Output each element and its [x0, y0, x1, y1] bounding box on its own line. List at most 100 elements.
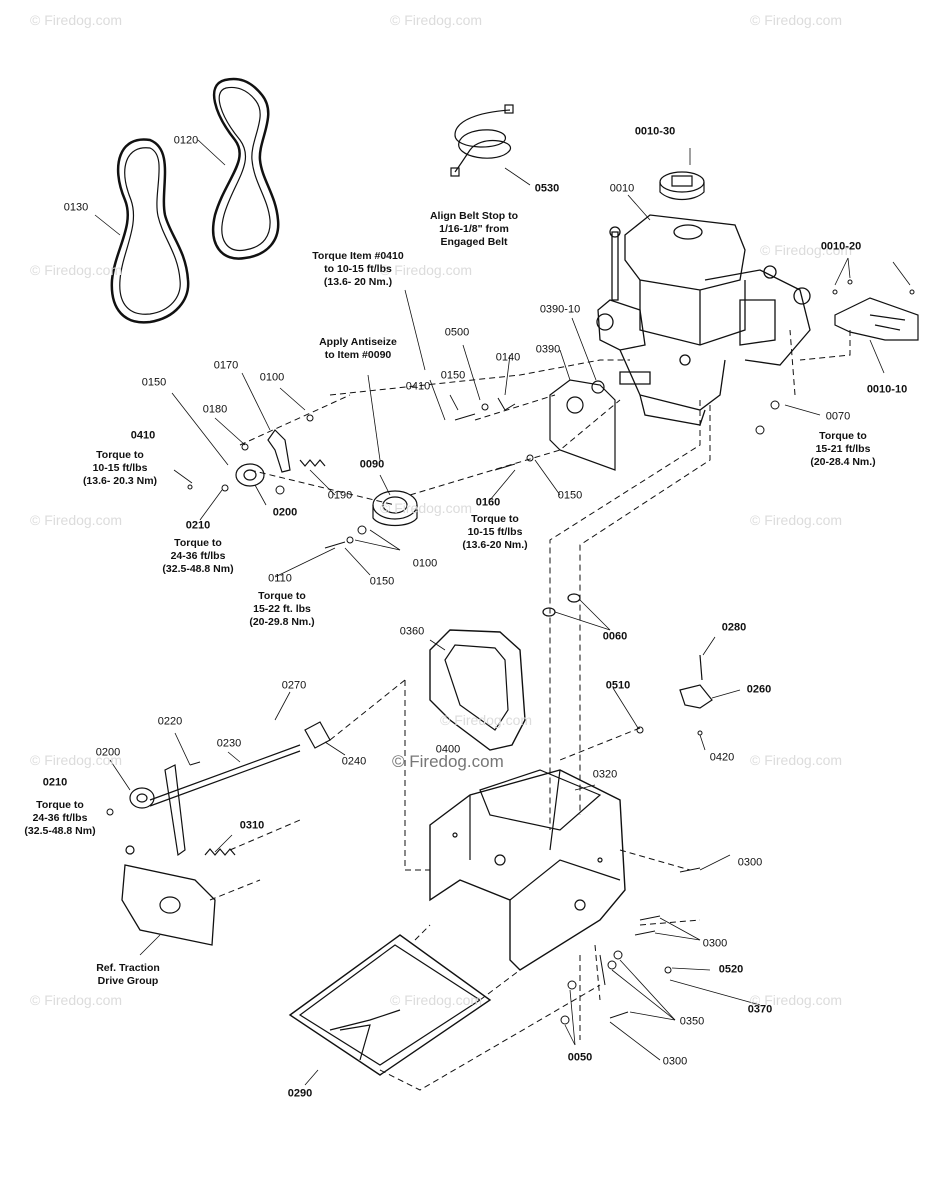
part-label-0120: 0120 — [173, 134, 199, 147]
part-label-0500: 0500 — [444, 326, 470, 339]
part-label-0300-b: 0300 — [702, 937, 728, 950]
part-label-0150-a: 0150 — [440, 369, 466, 382]
part-label-0010-20: 0010-20 — [820, 240, 862, 253]
part-label-0210-a: 0210 — [185, 519, 211, 532]
part-label-0150-b: 0150 — [141, 376, 167, 389]
part-label-0320: 0320 — [592, 768, 618, 781]
engine-cover-plate — [834, 297, 919, 341]
part-label-0010: 0010 — [609, 182, 635, 195]
part-label-0520: 0520 — [718, 963, 744, 976]
part-label-0090: 0090 — [359, 458, 385, 471]
spring-0190 — [299, 459, 326, 467]
part-label-0060: 0060 — [602, 630, 628, 643]
part-label-0410-a: 0410 — [405, 380, 431, 393]
part-label-0280: 0280 — [721, 621, 747, 634]
watermark: © Firedog.com — [30, 512, 123, 528]
assembly-lines — [209, 329, 851, 1091]
part-label-0290: 0290 — [287, 1087, 313, 1100]
watermark: © Firedog.com — [750, 12, 843, 28]
part-label-0050: 0050 — [567, 1051, 593, 1064]
part-label-0300-a: 0300 — [737, 856, 763, 869]
watermark: © Firedog.com — [30, 12, 123, 28]
wire-0530 — [454, 109, 511, 173]
idler-pulley — [235, 463, 265, 487]
hardware — [106, 279, 915, 1025]
idler-arm — [267, 429, 291, 473]
part-label-0140: 0140 — [495, 351, 521, 364]
watermark: © Firedog.com — [30, 752, 123, 768]
part-label-0510: 0510 — [605, 679, 631, 692]
watermark: © Firedog.com — [760, 242, 853, 258]
watermark: © Firedog.com — [440, 712, 533, 728]
traction-drive-plate — [121, 864, 216, 946]
leader-lines — [94, 139, 911, 1086]
part-label-0230: 0230 — [216, 737, 242, 750]
part-label-0200-b: 0200 — [95, 746, 121, 759]
watermark: © Firedog.com — [750, 752, 843, 768]
part-label-0530: 0530 — [534, 182, 560, 195]
part-label-0220: 0220 — [157, 715, 183, 728]
part-label-0190: 0190 — [327, 489, 353, 502]
frame — [429, 769, 626, 971]
spring-0310 — [204, 848, 236, 856]
part-label-0160: 0160 — [475, 496, 501, 509]
part-label-0100-a: 0100 — [259, 371, 285, 384]
watermark: © Firedog.com — [750, 992, 843, 1008]
part-label-0150-d: 0150 — [369, 575, 395, 588]
part-label-0390: 0390 — [535, 343, 561, 356]
part-label-0420: 0420 — [709, 751, 735, 764]
bushing-0240 — [304, 721, 331, 749]
part-label-0200-a: 0200 — [272, 506, 298, 519]
part-label-0410-b: 0410 — [130, 429, 156, 442]
part-label-0390-10: 0390-10 — [539, 303, 581, 316]
part-label-0130: 0130 — [63, 201, 89, 214]
gas-cap — [659, 171, 705, 193]
part-label-0300-c: 0300 — [662, 1055, 688, 1068]
belt-0120 — [212, 77, 280, 260]
part-label-0310: 0310 — [239, 819, 265, 832]
part-label-0100-b: 0100 — [412, 557, 438, 570]
part-label-0270: 0270 — [281, 679, 307, 692]
bracket-0220 — [164, 764, 186, 857]
part-label-0370: 0370 — [747, 1003, 773, 1016]
part-label-0170: 0170 — [213, 359, 239, 372]
part-label-0150-c: 0150 — [557, 489, 583, 502]
pulley-0200-lower — [129, 787, 155, 809]
part-label-0400: 0400 — [435, 743, 461, 756]
part-label-0070: 0070 — [825, 410, 851, 423]
part-label-0240: 0240 — [341, 755, 367, 768]
watermark: © Firedog.com — [380, 262, 473, 278]
watermark: © Firedog.com — [30, 262, 123, 278]
part-label-0010-10: 0010-10 — [866, 383, 908, 396]
part-label-0110: 0110 — [268, 572, 292, 585]
part-label-0350: 0350 — [679, 1015, 705, 1028]
watermark: © Firedog.com — [750, 512, 843, 528]
pulley-bracket — [549, 379, 616, 471]
bottom-pan — [288, 934, 492, 1076]
part-label-0180: 0180 — [202, 403, 228, 416]
bracket-0260 — [679, 684, 713, 709]
part-label-0260: 0260 — [746, 683, 772, 696]
watermark: © Firedog.com — [380, 500, 473, 516]
part-label-0010-30: 0010-30 — [634, 125, 676, 138]
belt-0130 — [110, 138, 190, 324]
belt-cover — [429, 629, 526, 751]
part-label-0360: 0360 — [399, 625, 425, 638]
shaft-0230 — [149, 744, 301, 801]
part-label-0210-b: 0210 — [42, 776, 68, 789]
watermark-center: © Firedog.com — [392, 752, 504, 771]
watermark: © Firedog.com — [390, 992, 483, 1008]
watermark: © Firedog.com — [390, 12, 483, 28]
